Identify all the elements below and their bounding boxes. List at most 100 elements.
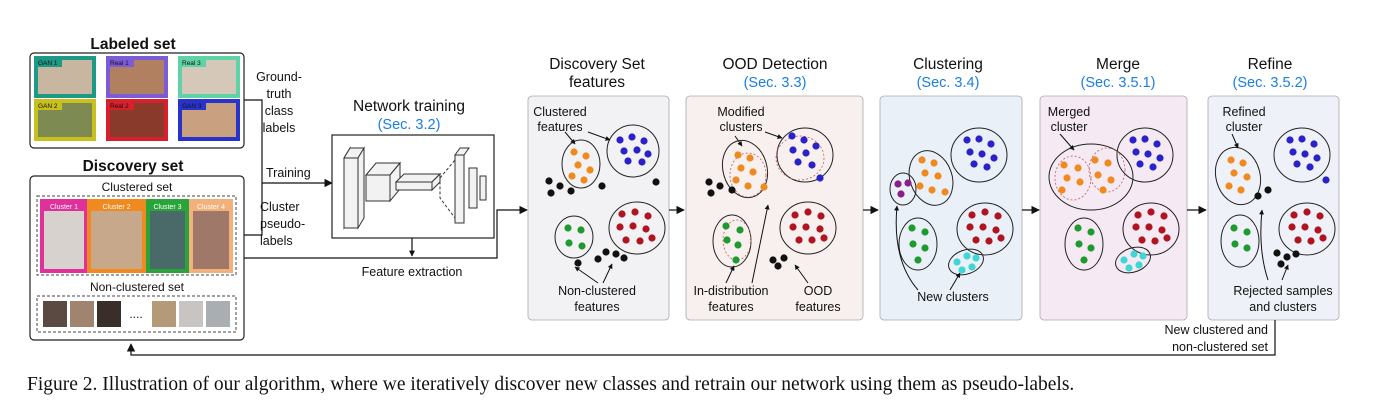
- feature-dot: [1132, 223, 1140, 231]
- stage-panel: Clustering(Sec. 3.4): [879, 56, 1023, 321]
- feature-dot: [894, 180, 902, 188]
- feature-dot: [963, 252, 971, 260]
- stage-sec: (Sec. 3.3): [744, 75, 807, 91]
- feature-dot: [774, 262, 782, 270]
- feature-dot: [795, 236, 803, 244]
- network-title: Network training: [353, 98, 465, 115]
- feature-dot: [1141, 135, 1149, 143]
- clustered-set-title: Clustered set: [102, 180, 173, 194]
- feature-dot: [564, 224, 572, 232]
- feature-dot: [953, 258, 961, 266]
- feature-dot: [1307, 237, 1315, 245]
- svg-text:Modified: Modified: [717, 105, 764, 119]
- svg-text:Rejected samples: Rejected samples: [1233, 284, 1332, 298]
- feature-dot: [1313, 154, 1321, 162]
- feature-dot: [820, 234, 828, 242]
- feature-dot: [1149, 163, 1157, 171]
- feature-dot: [992, 226, 1000, 234]
- network-training: Network training (Sec. 3.2): [331, 98, 495, 239]
- feature-dot: [918, 156, 926, 164]
- feature-dot: [981, 208, 989, 216]
- feature-dot: [1076, 178, 1084, 186]
- feature-dot: [1060, 161, 1068, 169]
- feature-dot: [1243, 228, 1251, 236]
- training-label: Training: [266, 166, 311, 180]
- feature-dot: [728, 186, 736, 194]
- feature-dot: [1153, 140, 1161, 148]
- feature-dot: [1136, 160, 1144, 168]
- feature-dot: [1074, 224, 1082, 232]
- stage5-callouts: [1231, 133, 1289, 281]
- thumb-2: [70, 301, 94, 327]
- feature-dot: [620, 254, 628, 262]
- labeled-tile-label: GAN 1: [38, 60, 58, 67]
- feature-dot: [580, 176, 588, 184]
- feature-dot: [568, 172, 576, 180]
- svg-text:features: features: [574, 300, 619, 314]
- feature-dot: [916, 182, 924, 190]
- feature-dot: [1156, 154, 1164, 162]
- feature-dot: [574, 161, 582, 169]
- feature-dot: [1301, 150, 1309, 158]
- feature-dot: [921, 228, 929, 236]
- feature-dot: [636, 237, 644, 245]
- feature-dot: [904, 179, 912, 187]
- thumbs-ellipsis: ....: [129, 307, 142, 321]
- feature-dot: [780, 254, 788, 262]
- svg-text:cluster: cluster: [1051, 120, 1088, 134]
- feature-dot: [1239, 159, 1247, 167]
- feature-dot: [1310, 140, 1318, 148]
- feature-dot: [921, 169, 929, 177]
- feature-dot: [652, 178, 660, 186]
- stage5-contents: [1214, 127, 1336, 268]
- feature-dot: [1138, 236, 1146, 244]
- svg-text:non-clustered set: non-clustered set: [1172, 340, 1268, 354]
- thumb-3: [97, 301, 121, 327]
- feature-dot: [1058, 186, 1066, 194]
- feature-dot: [909, 240, 917, 248]
- feature-dot: [1129, 136, 1137, 144]
- feature-dot: [970, 160, 978, 168]
- feature-dot: [716, 182, 724, 190]
- feature-dot: [1091, 156, 1099, 164]
- feature-dot: [908, 224, 916, 232]
- feature-dot: [1075, 240, 1083, 248]
- cluster-tile: Cluster 4: [189, 199, 233, 273]
- feature-dot: [983, 163, 991, 171]
- feature-dot: [1087, 244, 1095, 252]
- labeled-tile-label: Real 2: [110, 103, 129, 110]
- figure-caption: Figure 2. Illustration of our algorithm,…: [27, 374, 1075, 395]
- stage3-callouts: [894, 205, 961, 291]
- feature-dot: [1087, 228, 1095, 236]
- feature-dot: [788, 132, 796, 140]
- feature-dot: [1120, 256, 1128, 264]
- feature-dot: [547, 189, 555, 197]
- stage-title: Clustering: [913, 56, 983, 73]
- labeled-tile: GAN 1: [34, 56, 96, 98]
- feature-dot: [1264, 186, 1272, 194]
- feature-dot: [1151, 237, 1159, 245]
- feature-dot: [804, 208, 812, 216]
- feature-dot: [744, 182, 752, 190]
- stage-sec: (Sec. 3.5.1): [1081, 75, 1156, 91]
- feature-dot: [631, 208, 639, 216]
- stage-title: OOD Detection: [722, 56, 827, 73]
- cluster-tile-label: Cluster 4: [197, 204, 225, 211]
- feature-dot: [1225, 182, 1233, 190]
- feature-dot: [914, 256, 922, 264]
- labeled-tile-label: GAN 2: [38, 103, 58, 110]
- feature-dot: [1301, 223, 1309, 231]
- labeled-set-title: Labeled set: [90, 36, 175, 53]
- feature-dot: [722, 222, 730, 230]
- feature-dot: [1134, 211, 1142, 219]
- svg-text:Clustered: Clustered: [533, 105, 587, 119]
- feature-dot: [578, 242, 586, 250]
- feature-dot: [975, 135, 983, 143]
- feature-dot: [1290, 211, 1298, 219]
- feature-dot: [1227, 156, 1235, 164]
- feature-dot: [620, 147, 628, 155]
- feature-dot: [817, 212, 825, 220]
- stage4-callouts: [1059, 133, 1075, 151]
- feature-dot: [802, 223, 810, 231]
